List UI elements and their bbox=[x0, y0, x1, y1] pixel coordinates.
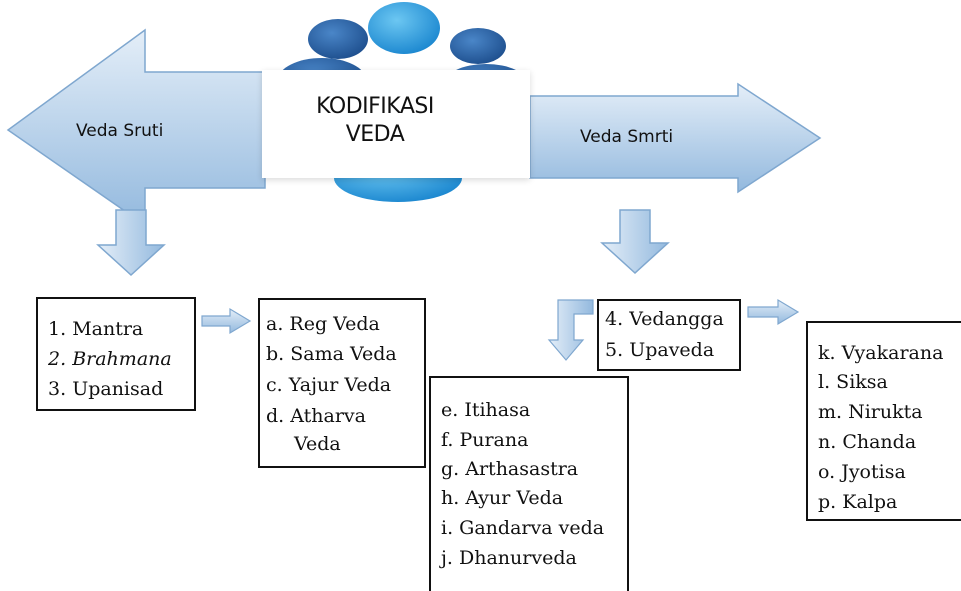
sruti-list-box: 1. Mantra 2. Brahmana 3. Upanisad bbox=[36, 297, 196, 411]
small-right-arrow-icon bbox=[747, 298, 800, 326]
list-item: j. Dhanurveda bbox=[441, 547, 577, 569]
list-item: 1. Mantra bbox=[48, 318, 144, 340]
list-item: e. Itihasa bbox=[441, 399, 531, 421]
list-item: g. Arthasastra bbox=[441, 458, 579, 480]
smrti-list-box: 4. Vedangga 5. Upaveda bbox=[597, 299, 741, 371]
down-arrow-icon bbox=[600, 209, 670, 275]
list-item: l. Siksa bbox=[818, 371, 888, 393]
list-item: 5. Upaveda bbox=[605, 339, 715, 361]
list-item: 2. Brahmana bbox=[48, 348, 172, 370]
small-right-arrow-icon bbox=[201, 307, 252, 335]
upaveda-list-box: e. Itihasa f. Purana g. Arthasastra h. A… bbox=[429, 376, 629, 591]
title-card bbox=[262, 70, 530, 178]
diagram-title: KODIFIKASI VEDA bbox=[305, 93, 445, 149]
list-item: h. Ayur Veda bbox=[441, 487, 564, 509]
left-arrow-icon bbox=[6, 28, 266, 227]
person-head-icon bbox=[368, 2, 440, 54]
title-line-1: KODIFIKASI bbox=[316, 94, 434, 119]
person-head-icon bbox=[308, 19, 368, 59]
down-arrow-icon bbox=[96, 209, 166, 277]
veda-smrti-label: Veda Smrti bbox=[580, 127, 674, 147]
list-item: 4. Vedangga bbox=[605, 308, 724, 330]
list-item: a. Reg Veda bbox=[266, 313, 380, 335]
bent-down-arrow-icon bbox=[547, 299, 594, 361]
vedangga-list-box: k. Vyakarana l. Siksa m. Nirukta n. Chan… bbox=[806, 321, 961, 521]
veda-list-box: a. Reg Veda b. Sama Veda c. Yajur Veda d… bbox=[258, 298, 426, 468]
list-item: 3. Upanisad bbox=[48, 378, 164, 400]
list-item: Veda bbox=[294, 433, 341, 455]
list-item: m. Nirukta bbox=[818, 401, 923, 423]
title-line-2: VEDA bbox=[345, 122, 405, 147]
list-item: o. Jyotisa bbox=[818, 461, 906, 483]
list-item: d. Atharva bbox=[266, 405, 366, 427]
list-item: b. Sama Veda bbox=[266, 343, 397, 365]
person-head-icon bbox=[450, 28, 506, 64]
list-item: k. Vyakarana bbox=[818, 342, 944, 364]
list-item: i. Gandarva veda bbox=[441, 517, 605, 539]
list-item: p. Kalpa bbox=[818, 491, 898, 513]
list-item: n. Chanda bbox=[818, 431, 917, 453]
veda-sruti-label: Veda Sruti bbox=[76, 121, 164, 141]
right-arrow-icon bbox=[529, 82, 822, 194]
list-item: c. Yajur Veda bbox=[266, 374, 392, 396]
list-item: f. Purana bbox=[441, 429, 529, 451]
